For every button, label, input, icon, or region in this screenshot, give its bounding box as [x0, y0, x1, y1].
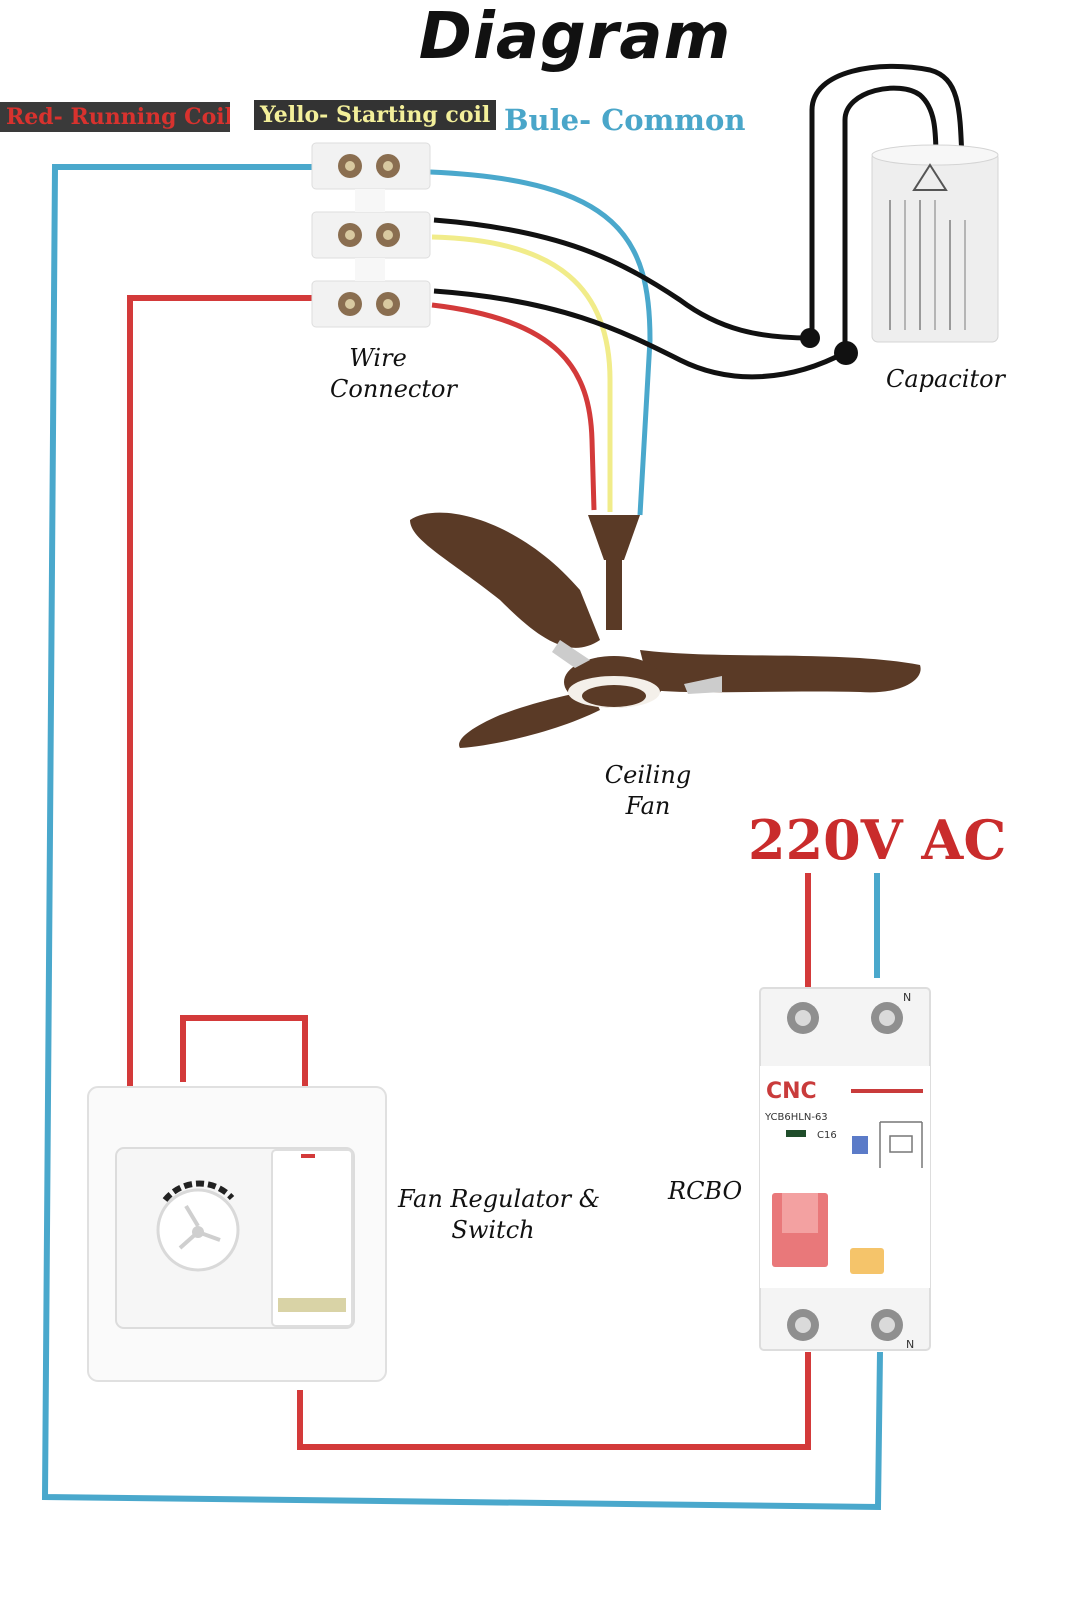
wire-starting-to-fan [431, 234, 613, 512]
wire-cap-lead-2 [433, 288, 848, 380]
wire-cap-lead-4 [842, 85, 939, 352]
label-ceiling-fan: Ceiling Fan [604, 761, 692, 820]
wire-running-to-regulator [127, 295, 320, 1093]
legend-starting-coil: Yello- Starting coil [254, 100, 497, 130]
wire-common-loop [41, 164, 883, 1511]
diagram-title: Diagram [418, 0, 732, 74]
wire-cap-lead-1 [433, 217, 811, 341]
wire-cap-lead-3 [809, 63, 965, 338]
fan-regulator-switch-plate [87, 1086, 387, 1382]
wire-regulator-bridge [180, 1015, 308, 1090]
rcbo-rating: C16 [817, 1130, 837, 1141]
legend-common: Bule- Common [504, 103, 746, 137]
legend-running-coil: Red- Running Coil [0, 102, 230, 132]
label-rcbo: RCBO [668, 1177, 743, 1205]
capacitor-body [871, 144, 999, 343]
wire-running-to-fan [431, 302, 597, 511]
rcbo-neutral-top: N [903, 991, 911, 1004]
wire-connector-block [311, 142, 431, 328]
wire-regulator-to-rcbo [297, 1352, 811, 1450]
label-capacitor: Capacitor [886, 365, 1006, 393]
ceiling-fan-illustration [410, 512, 921, 748]
rcbo-model: YCB6HLN-63 [764, 1112, 828, 1123]
wire-common-to-fan [429, 169, 653, 516]
label-wire-connector: Wire Connector [330, 344, 457, 403]
rcbo-neutral-bottom: N [906, 1338, 914, 1351]
label-supply-voltage: 220V AC [748, 808, 1007, 872]
junction-dot-2 [834, 341, 858, 365]
label-fan-regulator: Fan Regulator & Switch [398, 1185, 601, 1244]
junction-dot-1 [800, 328, 820, 348]
rcbo-device: CNC YCB6HLN-63 C16 N N [759, 987, 931, 1351]
rcbo-brand: CNC [766, 1079, 817, 1104]
